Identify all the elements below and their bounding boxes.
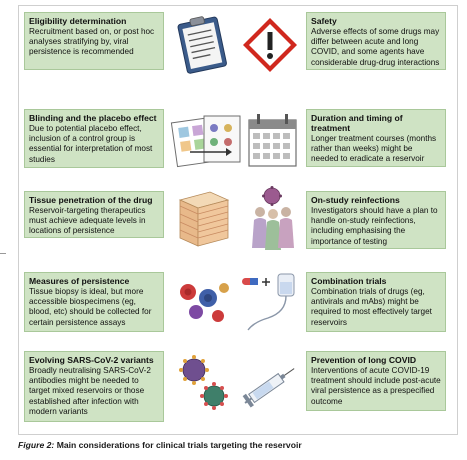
box-measures-persistence: Measures of persistence Tissue biopsy is…: [24, 272, 164, 332]
box-body: Tissue biopsy is ideal, but more accessi…: [29, 287, 152, 327]
syringe-icon: [242, 368, 295, 408]
figure-caption: Figure 2: Main considerations for clinic…: [18, 440, 302, 450]
box-title: Measures of persistence: [29, 276, 130, 286]
box-blinding-placebo: Blinding and the placebo effect Due to p…: [24, 109, 164, 168]
pill-iv-icon: [242, 273, 295, 331]
box-body: Due to potential placebo effect, inclusi…: [29, 124, 153, 164]
box-combination-trials: Combination trials Combination trials of…: [306, 272, 446, 332]
box-safety: Safety Adverse effects of some drugs may…: [306, 12, 446, 70]
box-body: Broadly neutralising SARS-CoV-2 antibodi…: [29, 366, 151, 416]
box-title: On-study reinfections: [311, 195, 400, 205]
box-title: Eligibility determination: [29, 16, 127, 26]
tissue-block-icon: [178, 191, 230, 247]
box-prevention-long-covid: Prevention of long COVID Interventions o…: [306, 351, 446, 411]
virus-variants-icon: [179, 355, 228, 410]
box-evolving-variants: Evolving SARS-CoV-2 variants Broadly neu…: [24, 351, 164, 422]
box-body: Combination trials of drugs (eg, antivir…: [311, 287, 432, 327]
warning-sign-icon: [243, 18, 297, 72]
box-title: Blinding and the placebo effect: [29, 113, 157, 123]
box-tissue-penetration: Tissue penetration of the drug Reservoir…: [24, 191, 164, 238]
people-reinfection-icon: [252, 186, 294, 250]
margin-tick: [0, 253, 6, 254]
box-title: Safety: [311, 16, 337, 26]
box-title: Duration and timing of treatment: [311, 113, 403, 133]
figure-number: Figure 2:: [18, 440, 55, 450]
box-body: Interventions of acute COVID-19 treatmen…: [311, 366, 441, 406]
box-title: Prevention of long COVID: [311, 355, 417, 365]
box-title: Combination trials: [311, 276, 387, 286]
box-eligibility-determination: Eligibility determination Recruitment ba…: [24, 12, 164, 70]
box-body: Investigators should have a plan to hand…: [311, 206, 438, 246]
calendar-icon: [248, 114, 297, 167]
blood-cells-icon: [180, 283, 229, 322]
figure-title: Main considerations for clinical trials …: [56, 440, 302, 450]
box-body: Longer treatment courses (months rather …: [311, 134, 437, 164]
clipboard-icon: [177, 16, 227, 74]
box-body: Reservoir-targeting therapeutics must ac…: [29, 206, 146, 236]
box-body: Adverse effects of some drugs may differ…: [311, 27, 440, 67]
box-body: Recruitment based on, or post hoc analys…: [29, 27, 155, 57]
placebo-cards-icon: [170, 115, 241, 168]
box-title: Evolving SARS-CoV-2 variants: [29, 355, 154, 365]
box-on-study-reinfections: On-study reinfections Investigators shou…: [306, 191, 446, 249]
box-duration-timing: Duration and timing of treatment Longer …: [306, 109, 446, 167]
box-title: Tissue penetration of the drug: [29, 195, 153, 205]
